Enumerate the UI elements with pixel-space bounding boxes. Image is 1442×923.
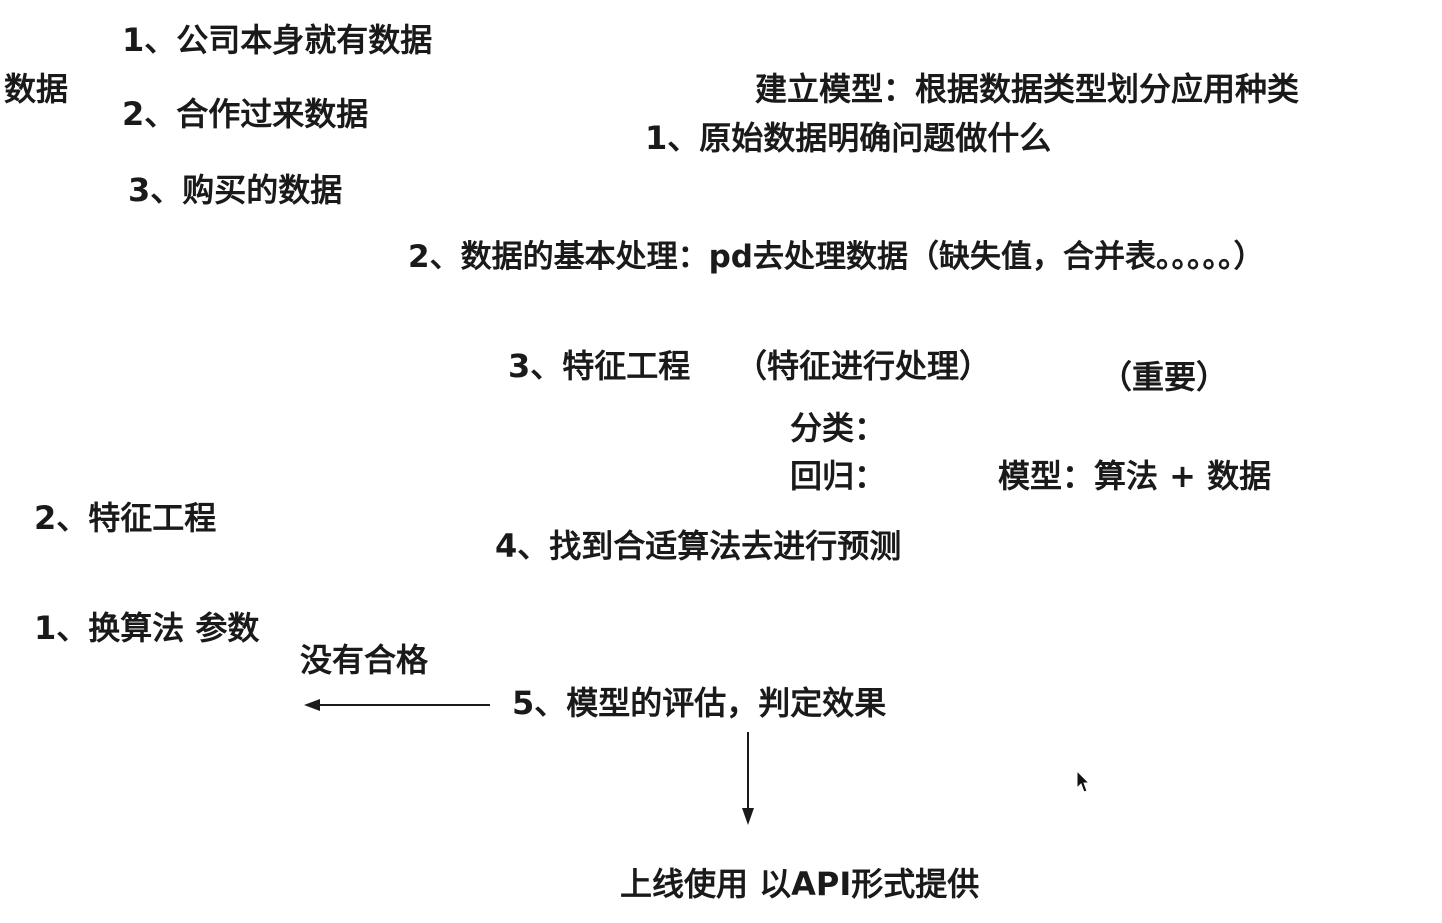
classification-label: 分类： [790, 409, 887, 447]
model-formula: 模型：算法 + 数据 [998, 457, 1272, 495]
data-source-item-3: 3、购买的数据 [128, 171, 343, 209]
not-qualified-label: 没有合格 [300, 641, 429, 679]
step-2: 2、数据的基本处理：pd去处理数据（缺失值，合并表。。。。。） [408, 239, 1265, 275]
data-label: 数据 [4, 70, 69, 108]
arrow-to-deploy [742, 732, 754, 825]
mouse-pointer-icon [1076, 770, 1090, 793]
step-3: 3、特征工程 [508, 347, 691, 385]
step-4: 4、找到合适算法去进行预测 [495, 527, 902, 565]
model-building-title: 建立模型：根据数据类型划分应用种类 [755, 70, 1300, 108]
data-source-item-2: 2、合作过来数据 [122, 95, 369, 133]
fallback-option-2: 2、特征工程 [34, 499, 217, 537]
step-3-note: （特征进行处理） [735, 347, 992, 385]
fallback-option-1: 1、换算法 参数 [34, 609, 260, 647]
step-5: 5、模型的评估，判定效果 [512, 684, 887, 722]
regression-label: 回归： [790, 457, 887, 495]
data-source-item-1: 1、公司本身就有数据 [122, 21, 433, 59]
arrow-not-qualified [304, 699, 490, 711]
deploy-label: 上线使用 以API形式提供 [620, 865, 980, 903]
step-1: 1、原始数据明确问题做什么 [645, 119, 1052, 157]
important-note: （重要） [1100, 358, 1229, 396]
